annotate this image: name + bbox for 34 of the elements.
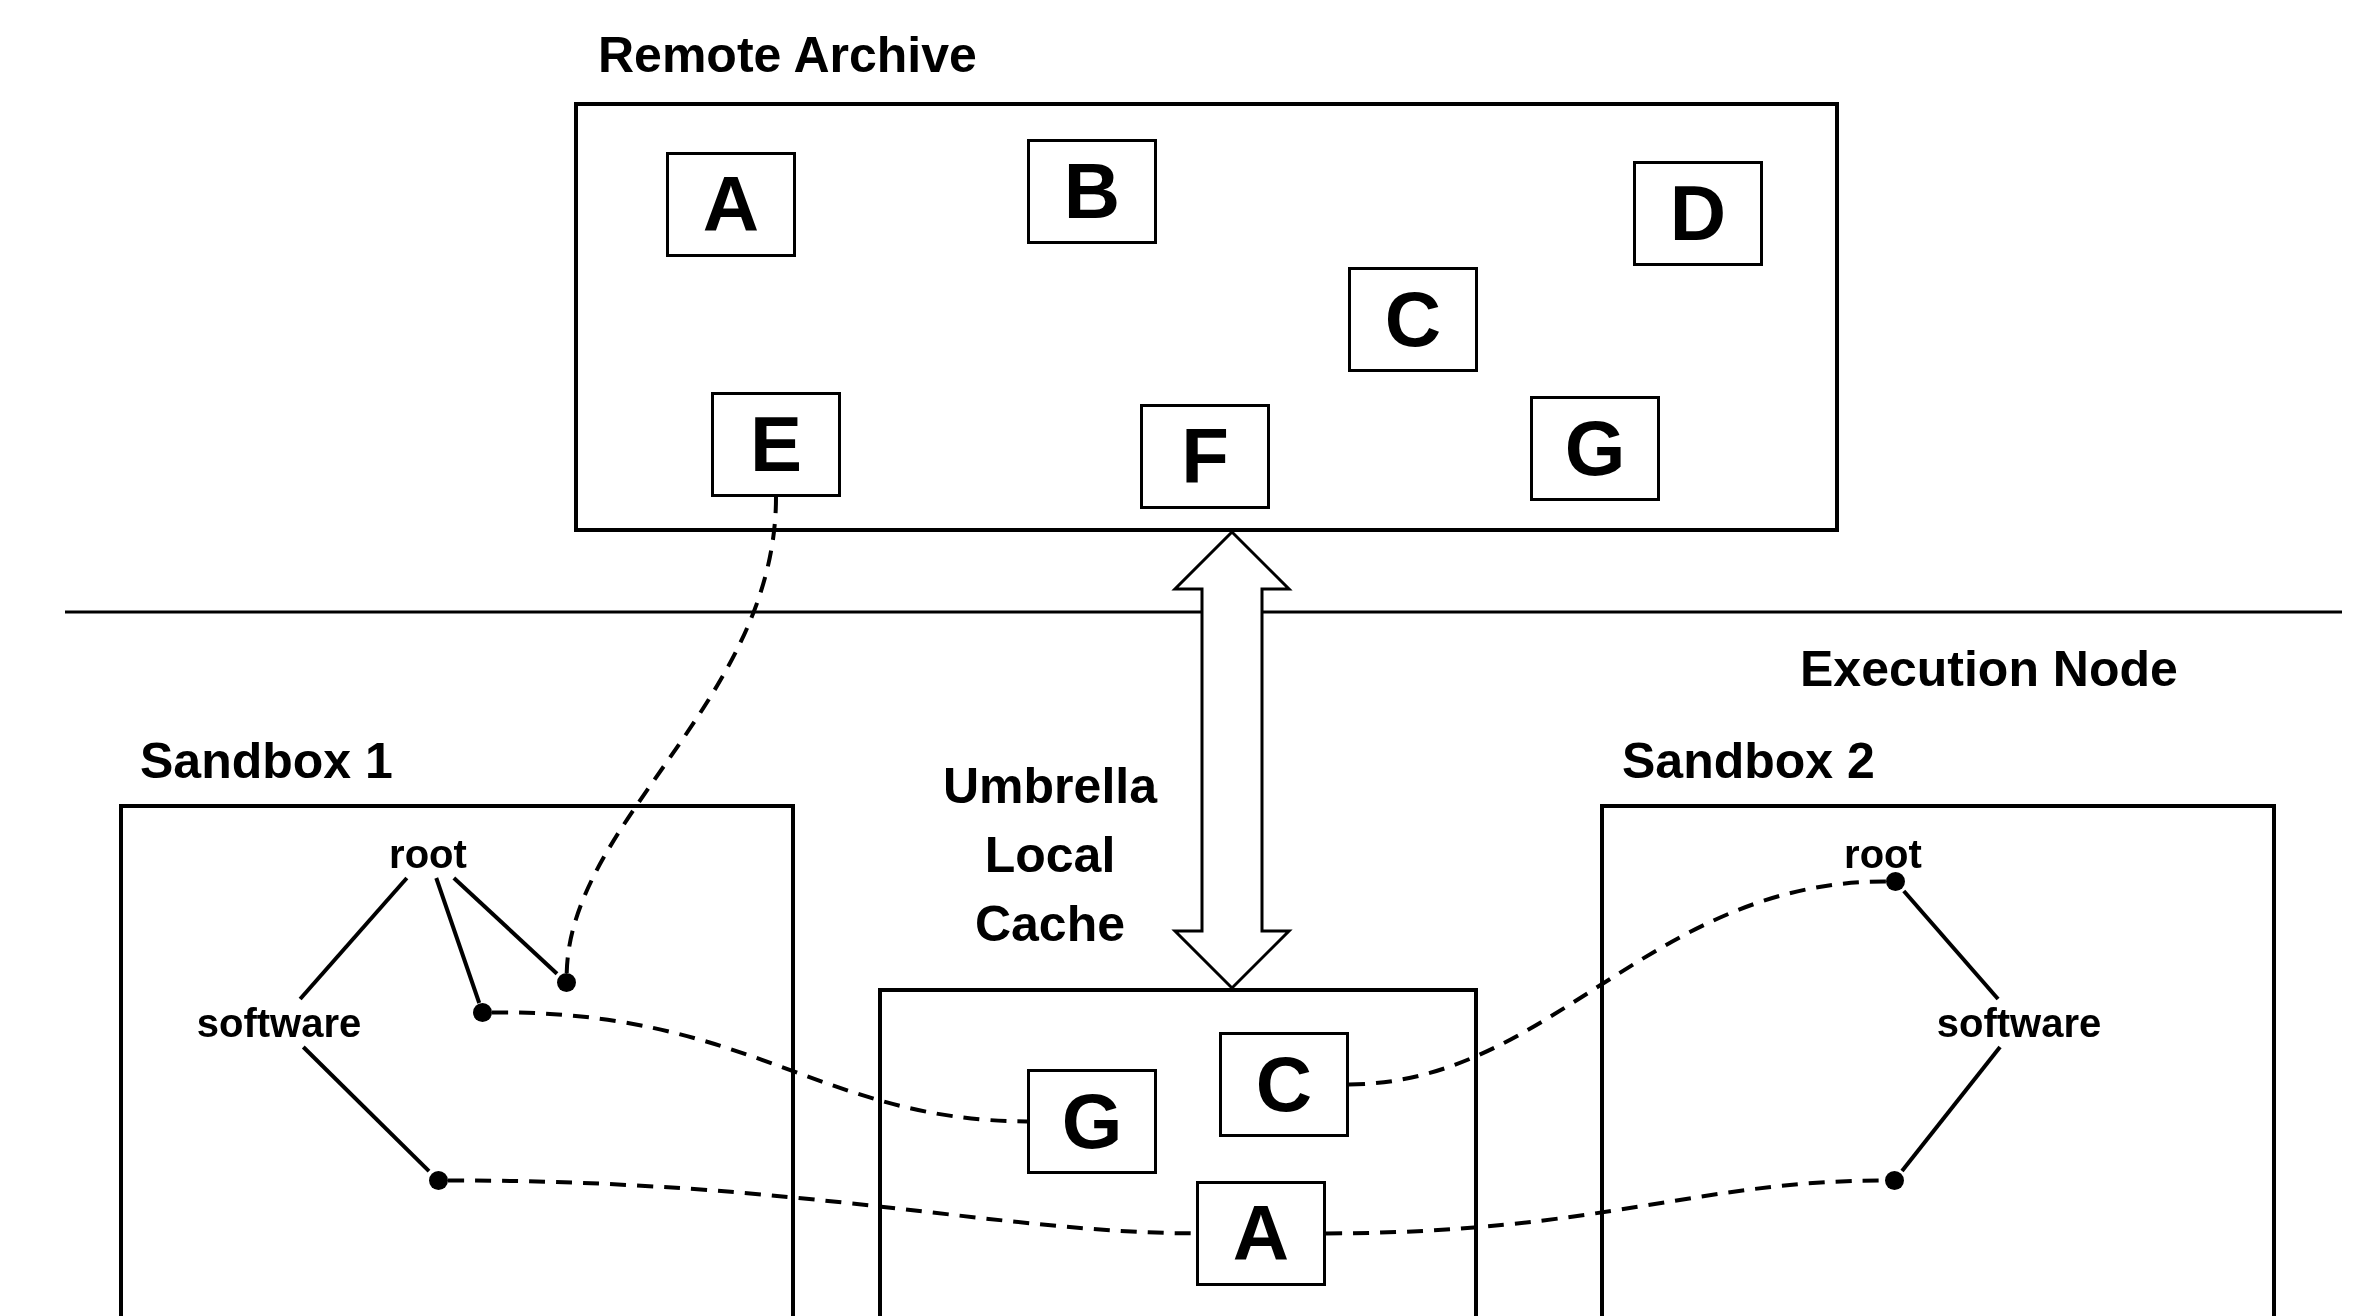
tree-node-label: root xyxy=(382,830,474,878)
package-box: A xyxy=(666,152,796,257)
container-heading: Remote Archive xyxy=(598,26,977,85)
package-box: G xyxy=(1027,1069,1157,1174)
double-block-arrow xyxy=(1171,529,1293,991)
tree-node-dot xyxy=(1886,872,1905,891)
package-box: E xyxy=(711,392,841,497)
tree-branch-line xyxy=(1900,1045,2002,1173)
tree-node-dot xyxy=(429,1171,448,1190)
region-label: Execution Node xyxy=(1800,640,2178,698)
tree-branch-line xyxy=(298,876,409,1001)
dashed-connector xyxy=(491,1010,1028,1124)
tree-node-dot xyxy=(557,973,576,992)
tree-node-label: root xyxy=(1837,830,1929,878)
tree-branch-line xyxy=(434,877,482,1004)
tree-node-label: software xyxy=(186,999,372,1047)
package-box: F xyxy=(1140,404,1270,509)
tree-branch-line xyxy=(1902,889,2000,1001)
container-heading: Umbrella Local Cache xyxy=(942,757,1159,954)
tree-branch-line xyxy=(452,876,559,976)
container-heading: Sandbox 1 xyxy=(140,732,393,791)
tree-node-label: software xyxy=(1926,999,2112,1047)
package-box: A xyxy=(1196,1181,1326,1286)
package-box: B xyxy=(1027,139,1157,244)
package-box: C xyxy=(1219,1032,1349,1137)
package-box: C xyxy=(1348,267,1478,372)
dashed-connector xyxy=(1348,879,1887,1087)
tree-node-dot xyxy=(1885,1171,1904,1190)
package-box: G xyxy=(1530,396,1660,501)
dashed-connector xyxy=(564,496,778,974)
package-box: D xyxy=(1633,161,1763,266)
container-heading: Sandbox 2 xyxy=(1622,732,1875,791)
tree-branch-line xyxy=(301,1045,431,1173)
tree-node-dot xyxy=(473,1003,492,1022)
